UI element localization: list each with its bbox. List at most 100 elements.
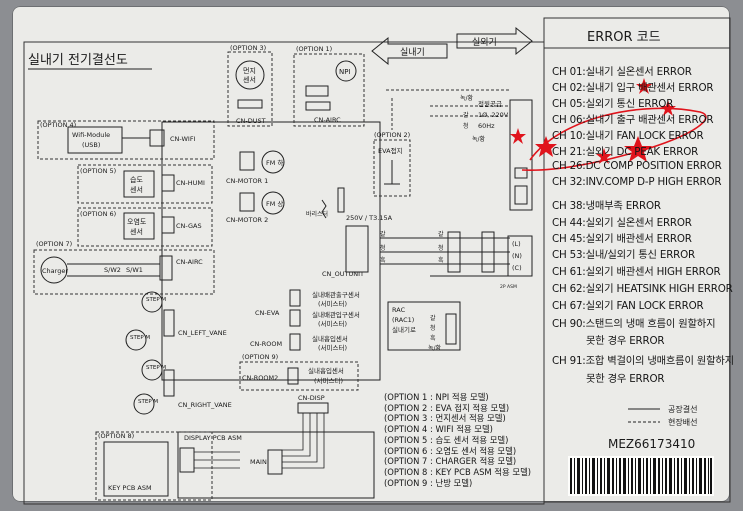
error-code-item: CH 61:실외기 배관센서 HIGH ERROR	[552, 266, 721, 278]
svg-text:흑: 흑	[380, 256, 386, 264]
svg-text:STEP M: STEP M	[146, 297, 166, 303]
option1-npi: (OPTION 1) NPI CN-AIRC	[293, 45, 365, 127]
svg-text:60Hz: 60Hz	[478, 122, 495, 130]
option-list-item: (OPTION 8 : KEY PCB ASM 적용 모델)	[384, 466, 532, 477]
svg-text:(OPTION 2): (OPTION 2)	[374, 131, 410, 139]
svg-text:RAC: RAC	[392, 306, 406, 314]
svg-text:MAIN: MAIN	[250, 458, 267, 466]
svg-text:센서: 센서	[243, 75, 256, 84]
svg-text:CN-GAS: CN-GAS	[176, 222, 202, 230]
svg-text:Wifi-Module: Wifi-Module	[72, 131, 110, 139]
svg-text:흑: 흑	[438, 256, 444, 264]
svg-text:Charger: Charger	[42, 267, 68, 275]
svg-text:센서: 센서	[130, 185, 143, 194]
svg-text:(OPTION 5): (OPTION 5)	[80, 167, 116, 175]
option-list-item: (OPTION 4 : WIFI 적용 모델)	[384, 424, 493, 435]
arrow-indoor-label: 실내기	[400, 47, 425, 58]
svg-text:CN-HUMI: CN-HUMI	[176, 179, 205, 187]
fan-motors: FM 하 CN-MOTOR 1 FM 상 CN-MOTOR 2	[226, 150, 285, 224]
error-code-item: CH 02:실내기 입구 배관센서 ERROR	[552, 82, 714, 94]
power-supply: 녹/황 전원공급 1Ø, 220V 60Hz 갈 청 녹/황 (L) (N) (…	[460, 94, 533, 290]
arrow-outdoor-label: 실외기	[472, 36, 497, 48]
svg-text:먼지: 먼지	[243, 66, 256, 75]
error-code-item: CH 90:스탠드의 냉매 흐름이 원할하지	[552, 318, 716, 330]
svg-text:250V / T3.15A: 250V / T3.15A	[346, 214, 393, 222]
svg-text:(OPTION 4): (OPTION 4)	[40, 121, 76, 129]
svg-text:실내흡입센서: 실내흡입센서	[312, 334, 348, 343]
barcode	[568, 456, 714, 496]
svg-text:(L): (L)	[512, 240, 521, 248]
svg-text:실내배관입구센서: 실내배관입구센서	[312, 310, 360, 319]
svg-text:습도: 습도	[130, 175, 143, 184]
svg-text:CN_RIGHT_VANE: CN_RIGHT_VANE	[178, 401, 232, 409]
error-code-item: 못한 경우 ERROR	[586, 335, 665, 347]
error-code-item: CH 62:실외기 HEATSINK HIGH ERROR	[552, 283, 733, 295]
svg-text:(OPTION 6): (OPTION 6)	[80, 210, 116, 218]
svg-text:(OPTION 8): (OPTION 8)	[98, 432, 134, 440]
svg-text:(서미스터): (서미스터)	[318, 299, 347, 308]
svg-text:FM 하: FM 하	[266, 158, 283, 167]
svg-text:녹/황: 녹/황	[460, 94, 474, 102]
diagram-title: 실내기 전기결선도	[28, 53, 128, 68]
option5-humidity-sensor: (OPTION 5) 습도 센서 CN-HUMI	[77, 164, 213, 204]
rac-terminal: RAC (RAC1) 실내기로 갈 청 흑 녹/황	[387, 301, 461, 352]
svg-text:청: 청	[380, 245, 386, 252]
step-motors: STEP M STEP M STEP M STEP M CN_LEFT_VANE…	[125, 291, 232, 415]
svg-text:CN-WIFI: CN-WIFI	[170, 135, 196, 143]
error-code-item: CH 45:실외기 배관센서 ERROR	[552, 233, 692, 245]
svg-text:CN_OUTUNIT: CN_OUTUNIT	[322, 270, 364, 278]
svg-text:청: 청	[438, 245, 444, 252]
svg-text:FM 상: FM 상	[266, 199, 283, 208]
error-code-item: 못한 경우 ERROR	[586, 373, 665, 385]
svg-text:갈: 갈	[430, 314, 436, 322]
svg-text:(RAC1): (RAC1)	[392, 316, 414, 324]
error-panel-title: ERROR 코드	[587, 30, 661, 45]
svg-text:STEP M: STEP M	[130, 335, 150, 341]
option-list-item: (OPTION 5 : 습도 센서 적용 모델)	[384, 434, 509, 445]
legend-factory: 공장결선	[668, 404, 697, 414]
svg-text:CN-MOTOR 2: CN-MOTOR 2	[226, 216, 268, 224]
svg-text:실내기로: 실내기로	[392, 325, 416, 334]
option-list-item: (OPTION 7 : CHARGER 적용 모델)	[384, 456, 517, 467]
svg-text:CN-ROOM2: CN-ROOM2	[242, 374, 278, 382]
svg-text:STEP M: STEP M	[138, 399, 158, 405]
svg-text:1Ø, 220V: 1Ø, 220V	[478, 111, 509, 119]
svg-text:2P ASM: 2P ASM	[500, 284, 517, 290]
svg-text:(서미스터): (서미스터)	[318, 343, 347, 352]
svg-text:(OPTION 1): (OPTION 1)	[296, 45, 332, 53]
svg-text:CN_LEFT_VANE: CN_LEFT_VANE	[178, 329, 227, 337]
svg-text:CN-AIRC: CN-AIRC	[176, 258, 203, 266]
svg-text:녹/황: 녹/황	[428, 344, 442, 352]
option7-charger: (OPTION 7) Charger S/W2 S/W1 CN-AIRC	[33, 240, 215, 295]
svg-text:S/W1: S/W1	[126, 266, 143, 274]
svg-text:(OPTION 3): (OPTION 3)	[230, 44, 266, 52]
svg-text:(N): (N)	[512, 252, 522, 260]
svg-text:청: 청	[463, 123, 469, 130]
error-code-item: CH 67:실외기 FAN LOCK ERROR	[552, 300, 704, 312]
option2-eva-ground: (OPTION 2) EVA접지	[373, 131, 411, 197]
svg-text:CN-MOTOR 1: CN-MOTOR 1	[226, 177, 268, 185]
error-code-item: CH 06:실내기 출구 배관센서 ERROR	[552, 114, 714, 126]
svg-text:녹/황: 녹/황	[472, 135, 486, 143]
varistor-fuse: 바리스터 250V / T3.15A CN_OUTUNIT	[306, 187, 393, 278]
direction-arrows: 실내기 실외기	[371, 26, 533, 66]
svg-text:실내흡입센서: 실내흡입센서	[308, 366, 344, 375]
thermistors: CN-EVA 실내배관출구센서 (서미스터) 실내배관입구센서 (서미스터) C…	[239, 289, 360, 391]
svg-text:흑: 흑	[430, 334, 436, 342]
svg-text:CN-DISP: CN-DISP	[298, 394, 325, 402]
error-code-item: CH 38:냉매부족 ERROR	[552, 200, 661, 212]
option-list-item: (OPTION 1 : NPI 적용 모델)	[384, 392, 489, 402]
error-code-item: CH 26:DC COMP POSITION ERROR	[552, 160, 722, 172]
option4-wifi: (OPTION 4) Wifi-Module (USB) CN-WIFI	[37, 120, 215, 160]
svg-text:CN-AIRC: CN-AIRC	[314, 116, 341, 124]
svg-text:S/W2: S/W2	[104, 266, 121, 274]
option-list-item: (OPTION 9 : 난방 모델)	[384, 477, 473, 488]
red-star-markers	[510, 78, 676, 164]
svg-text:갈: 갈	[380, 230, 386, 238]
main-pcb-outline	[161, 121, 381, 381]
svg-text:CN-DUST: CN-DUST	[236, 117, 266, 125]
option3-dust-sensor: (OPTION 3) 먼지 센서 CN-DUST	[227, 44, 273, 127]
error-code-item: CH 44:실외기 실온센서 ERROR	[552, 217, 692, 229]
svg-text:EVA접지: EVA접지	[378, 146, 403, 155]
